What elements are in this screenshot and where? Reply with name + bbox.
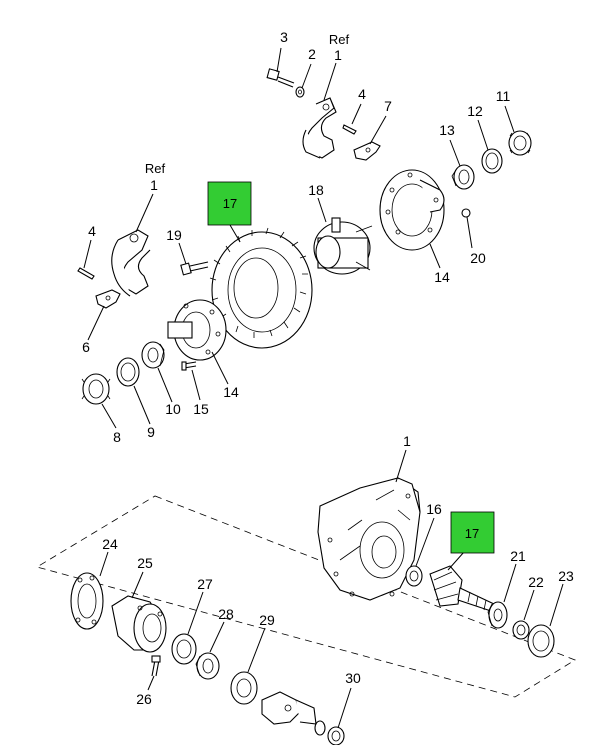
gasket-part-24[interactable] (70, 572, 104, 630)
callout-labels: 3 2 Ref 1 4 7 13 12 11 Ref 1 4 19 18 20 … (82, 29, 574, 707)
bolt-part-15[interactable] (181, 361, 197, 371)
callout-18: 18 (308, 182, 324, 198)
nut-part-30[interactable] (327, 726, 345, 745)
spider-gear-assembly-part-18[interactable] (313, 217, 373, 275)
bearing-cap-part-1-top[interactable] (302, 97, 337, 159)
bolt-part-26[interactable] (151, 655, 161, 677)
callout-1-top: 1 (334, 47, 342, 63)
bearing-cone-part-10[interactable] (141, 341, 165, 369)
bolt-part-3[interactable] (266, 68, 295, 88)
lock-part-6[interactable] (95, 289, 121, 309)
adjuster-nut-part-11[interactable] (508, 130, 532, 156)
callout-3: 3 (280, 29, 288, 45)
cotter-pin-part-4-left[interactable] (77, 267, 95, 280)
bearing-cap-part-1-left[interactable] (111, 229, 151, 297)
yoke-part[interactable] (261, 691, 317, 725)
callout-24: 24 (102, 536, 118, 552)
callout-23: 23 (558, 568, 574, 584)
callout-17-top: 17 (223, 196, 237, 211)
callout-ref-top: Ref (329, 32, 350, 47)
bearing-cup-part-9[interactable] (116, 357, 140, 387)
callout-1-carrier: 1 (403, 433, 411, 449)
cotter-pin-part-4-top[interactable] (342, 124, 357, 135)
callout-17-bottom: 17 (465, 526, 479, 541)
callout-8: 8 (113, 429, 121, 445)
bearing-cone-part-27[interactable] (171, 633, 197, 665)
callout-12: 12 (467, 103, 483, 119)
callout-14-left: 14 (223, 384, 239, 400)
bearing-cage-part-25[interactable] (111, 595, 167, 653)
washer-part-2[interactable] (295, 86, 305, 98)
spacer-part-22[interactable] (512, 620, 530, 640)
highlight-box-17-top[interactable] (207, 181, 252, 226)
callout-30: 30 (345, 670, 361, 686)
callout-2: 2 (308, 46, 316, 62)
nut-part-20[interactable] (461, 208, 471, 218)
callout-14-right: 14 (434, 269, 450, 285)
differential-case-part-14-left[interactable] (167, 299, 227, 361)
differential-carrier-part-1[interactable] (317, 477, 421, 601)
callout-7: 7 (384, 98, 392, 114)
callout-15: 15 (193, 401, 209, 417)
callout-25: 25 (137, 555, 153, 571)
callout-29: 29 (259, 612, 275, 628)
bearing-cup-part-23[interactable] (527, 624, 555, 658)
callout-19: 19 (166, 227, 182, 243)
callout-28: 28 (218, 606, 234, 622)
adjuster-nut-part-8[interactable] (81, 373, 111, 405)
callout-4-left: 4 (88, 223, 96, 239)
callout-21: 21 (510, 548, 526, 564)
bearing-part-28[interactable] (195, 652, 220, 680)
callout-13: 13 (439, 122, 455, 138)
bearing-cone-part-13[interactable] (451, 164, 475, 190)
callout-10: 10 (165, 401, 181, 417)
lock-part-7[interactable] (353, 141, 381, 161)
oil-seal-part-29[interactable] (230, 671, 258, 705)
bearing-cup-part-12[interactable] (481, 148, 503, 174)
callout-26: 26 (136, 691, 152, 707)
callout-4-top: 4 (358, 86, 366, 102)
highlight-box-17-bottom[interactable] (450, 511, 495, 554)
differential-case-part-14-right[interactable] (379, 169, 445, 251)
callout-22: 22 (528, 574, 544, 590)
callout-9: 9 (147, 424, 155, 440)
callout-11: 11 (496, 88, 511, 104)
pinion-group-boundary (35, 495, 576, 698)
drive-pinion-part-17[interactable] (429, 565, 495, 613)
callout-27: 27 (197, 576, 213, 592)
bolt-part-19[interactable] (180, 261, 209, 276)
callout-16: 16 (426, 501, 442, 517)
pilot-bearing-part-16[interactable] (405, 565, 423, 587)
callout-ref-left: Ref (145, 161, 166, 176)
ring-gear-part-17[interactable] (209, 227, 313, 349)
callout-1-left: 1 (150, 177, 158, 193)
callout-6: 6 (82, 339, 90, 355)
callout-20: 20 (470, 250, 486, 266)
bearing-cone-part-21[interactable] (487, 601, 508, 629)
leader-lines (83, 47, 564, 729)
washer-part-yoke[interactable] (314, 720, 326, 736)
